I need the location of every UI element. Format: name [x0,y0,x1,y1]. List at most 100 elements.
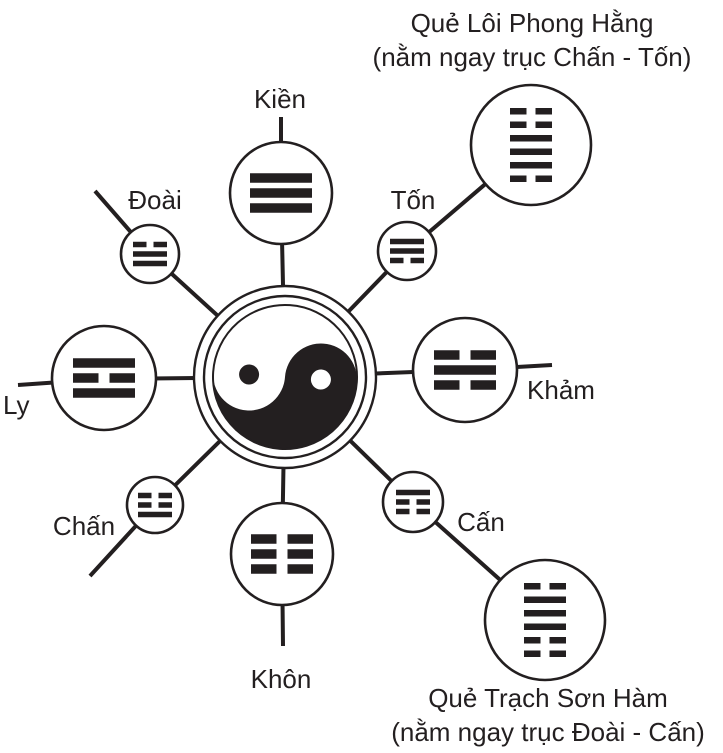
yang-line [73,388,135,398]
yin-line-left-segment [510,175,527,182]
trigram-label-kien: Kiền [254,84,306,114]
trigram-label-kham: Khảm [527,375,595,405]
yin-line-left-segment [73,373,99,383]
trigram-doai: Đoài [119,185,182,285]
trigram-lines [434,350,496,390]
yin-line-left-segment [510,108,527,115]
yang-line [133,251,167,257]
yin-line [396,508,430,515]
yang-line [250,203,312,213]
yin-line [138,492,172,499]
hexagram-note: (nằm ngay trục Chấn - Tốn) [373,42,692,72]
yang-line [510,162,552,169]
trigram-lines [390,238,424,264]
yang-line [133,260,167,267]
yin-line-right-segment [470,380,496,390]
trigram-label-doai: Đoài [128,185,181,215]
yin-yang-icon [212,304,358,450]
yin-line-right-segment [158,492,172,499]
yin-line-right-segment [535,121,552,128]
yang-line [396,489,430,496]
trigram-ton: Tốn [376,185,438,282]
trigram-ly: Ly [3,324,158,432]
trigram-circle [50,324,158,432]
yin-line [510,108,552,115]
yin-line-right-segment [158,502,172,508]
yang-line [524,623,566,630]
trigram-lines [251,534,313,574]
trigram-label-can: Cấn [457,507,505,537]
trigram-khon: Khôn [229,501,335,694]
yin-line-right-segment [549,583,566,590]
yin-line-left-segment [524,583,541,590]
trigram-label-chan: Chấn [53,511,115,541]
hexagram-lines [510,108,552,182]
hexagram-note: (nằm ngay trục Đoài - Cấn) [391,717,705,747]
yang-line [510,148,552,155]
yin-line-right-segment [416,499,430,505]
yin-line [251,549,313,559]
yin-line-right-segment [535,108,552,115]
hexagram-circle [483,558,607,682]
yin-line-right-segment [416,508,430,515]
yin-line [524,637,566,644]
yin-line-left-segment [251,564,277,574]
yin-line-right-segment [549,650,566,657]
yin-line-left-segment [133,241,147,248]
yin-line-right-segment [535,175,552,182]
trigram-lines [138,492,172,518]
trigram-lines [396,489,430,515]
yin-line [524,650,566,657]
yin-line-right-segment [410,257,424,264]
yin-line-right-segment [109,373,135,383]
yin-line [251,534,313,544]
yin-line [390,257,424,264]
yin-line-right-segment [549,637,566,644]
yin-line-left-segment [138,492,152,499]
trigram-label-ton: Tốn [391,185,436,215]
yin-line [434,380,496,390]
trigram-circle [125,475,185,535]
yin-line [524,583,566,590]
trigram-lines [73,358,135,398]
yin-line-left-segment [390,257,404,264]
yin-line-left-segment [396,499,410,505]
trigram-label-khon: Khôn [251,664,312,694]
yin-line [510,121,552,128]
hexagram-loi-phong-hang: Quẻ Lôi Phong Hằng (nằm ngay trục Chấn -… [373,8,692,207]
yang-line [434,365,496,375]
hexagram-circle [469,83,593,207]
trigram-label-ly: Ly [3,390,30,420]
yin-line [434,350,496,360]
yin-line-left-segment [510,121,527,128]
trigram-chan: Chấn [53,475,185,541]
yin-line [138,502,172,508]
taiji-outline [212,304,358,450]
trigram-kham: Khảm [411,316,595,424]
yin-line-left-segment [251,534,277,544]
hexagram-title: Quẻ Lôi Phong Hằng [411,8,654,38]
yang-line [390,238,424,245]
yin-line-right-segment [287,564,313,574]
yang-dot [310,369,331,390]
yang-line [73,358,135,368]
yang-line [138,511,172,518]
yin-line-left-segment [138,502,152,508]
yang-line [250,188,312,198]
yang-line [250,173,312,183]
yin-line-left-segment [524,650,541,657]
yin-line [251,564,313,574]
trigram-can: Cấn [381,470,505,537]
yin-line-right-segment [287,534,313,544]
yin-line [510,175,552,182]
yin-line-left-segment [524,637,541,644]
yang-line [510,135,552,142]
yang-line [524,610,566,617]
hexagram-trach-son-ham: Quẻ Trạch Sơn Hàm (nằm ngay trục Đoài - … [391,558,705,747]
hexagram-lines [524,583,566,657]
yin-line-left-segment [434,350,460,360]
yin-line-left-segment [434,380,460,390]
yin-line-left-segment [251,549,277,559]
trigram-lines [133,241,167,267]
